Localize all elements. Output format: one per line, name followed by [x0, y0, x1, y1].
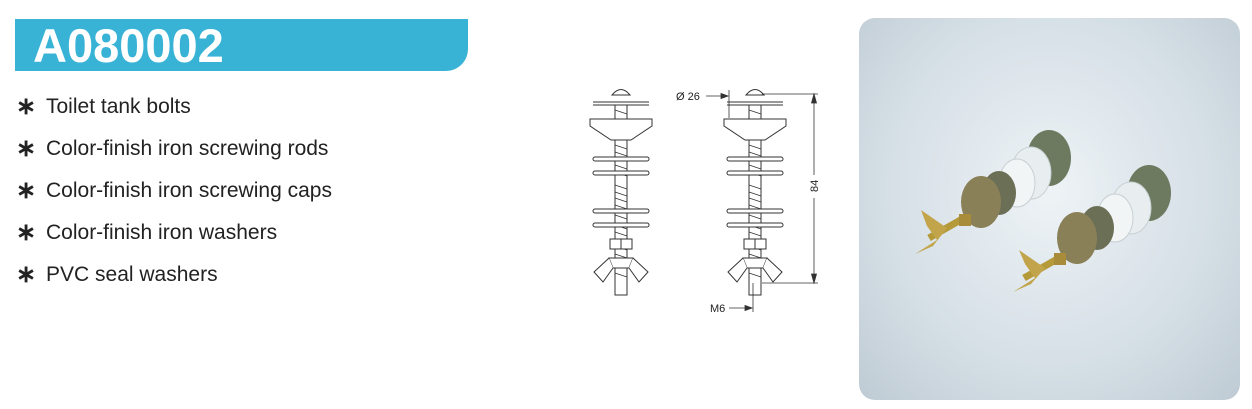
bolt-photo-illustration — [915, 130, 1171, 292]
product-code-banner: A080002 — [15, 19, 468, 72]
feature-text: Color-finish iron washers — [46, 221, 278, 244]
feature-item: ∗ Color-finish iron screwing rods — [16, 128, 332, 170]
bolt-photo-right — [1013, 165, 1171, 292]
bullet-icon: ∗ — [16, 261, 37, 288]
product-photo — [859, 18, 1240, 400]
product-code: A080002 — [33, 19, 224, 72]
bullet-icon: ∗ — [16, 219, 37, 246]
bullet-icon: ∗ — [16, 177, 37, 204]
thread-label: M6 — [710, 303, 725, 315]
length-label: 84 — [809, 180, 821, 192]
bullet-icon: ∗ — [16, 135, 37, 162]
feature-item: ∗ PVC seal washers — [16, 254, 332, 296]
feature-list: ∗ Toilet tank bolts ∗ Color-finish iron sc… — [16, 86, 332, 296]
feature-text: Color-finish iron screwing caps — [46, 179, 332, 202]
diameter-label: Ø 26 — [676, 91, 700, 103]
feature-item: ∗ Toilet tank bolts — [16, 86, 332, 128]
feature-item: ∗ Color-finish iron washers — [16, 212, 332, 254]
bolt-drawing-left — [589, 89, 653, 296]
feature-item: ∗ Color-finish iron screwing caps — [16, 170, 332, 212]
feature-text: Toilet tank bolts — [46, 95, 191, 118]
bullet-icon: ∗ — [16, 93, 37, 120]
bolt-photo-left — [915, 130, 1071, 254]
bolt-drawing-right — [723, 89, 787, 296]
feature-text: Color-finish iron screwing rods — [46, 137, 329, 160]
feature-text: PVC seal washers — [46, 263, 218, 286]
technical-drawing: Ø 26 84 M6 — [589, 89, 821, 315]
